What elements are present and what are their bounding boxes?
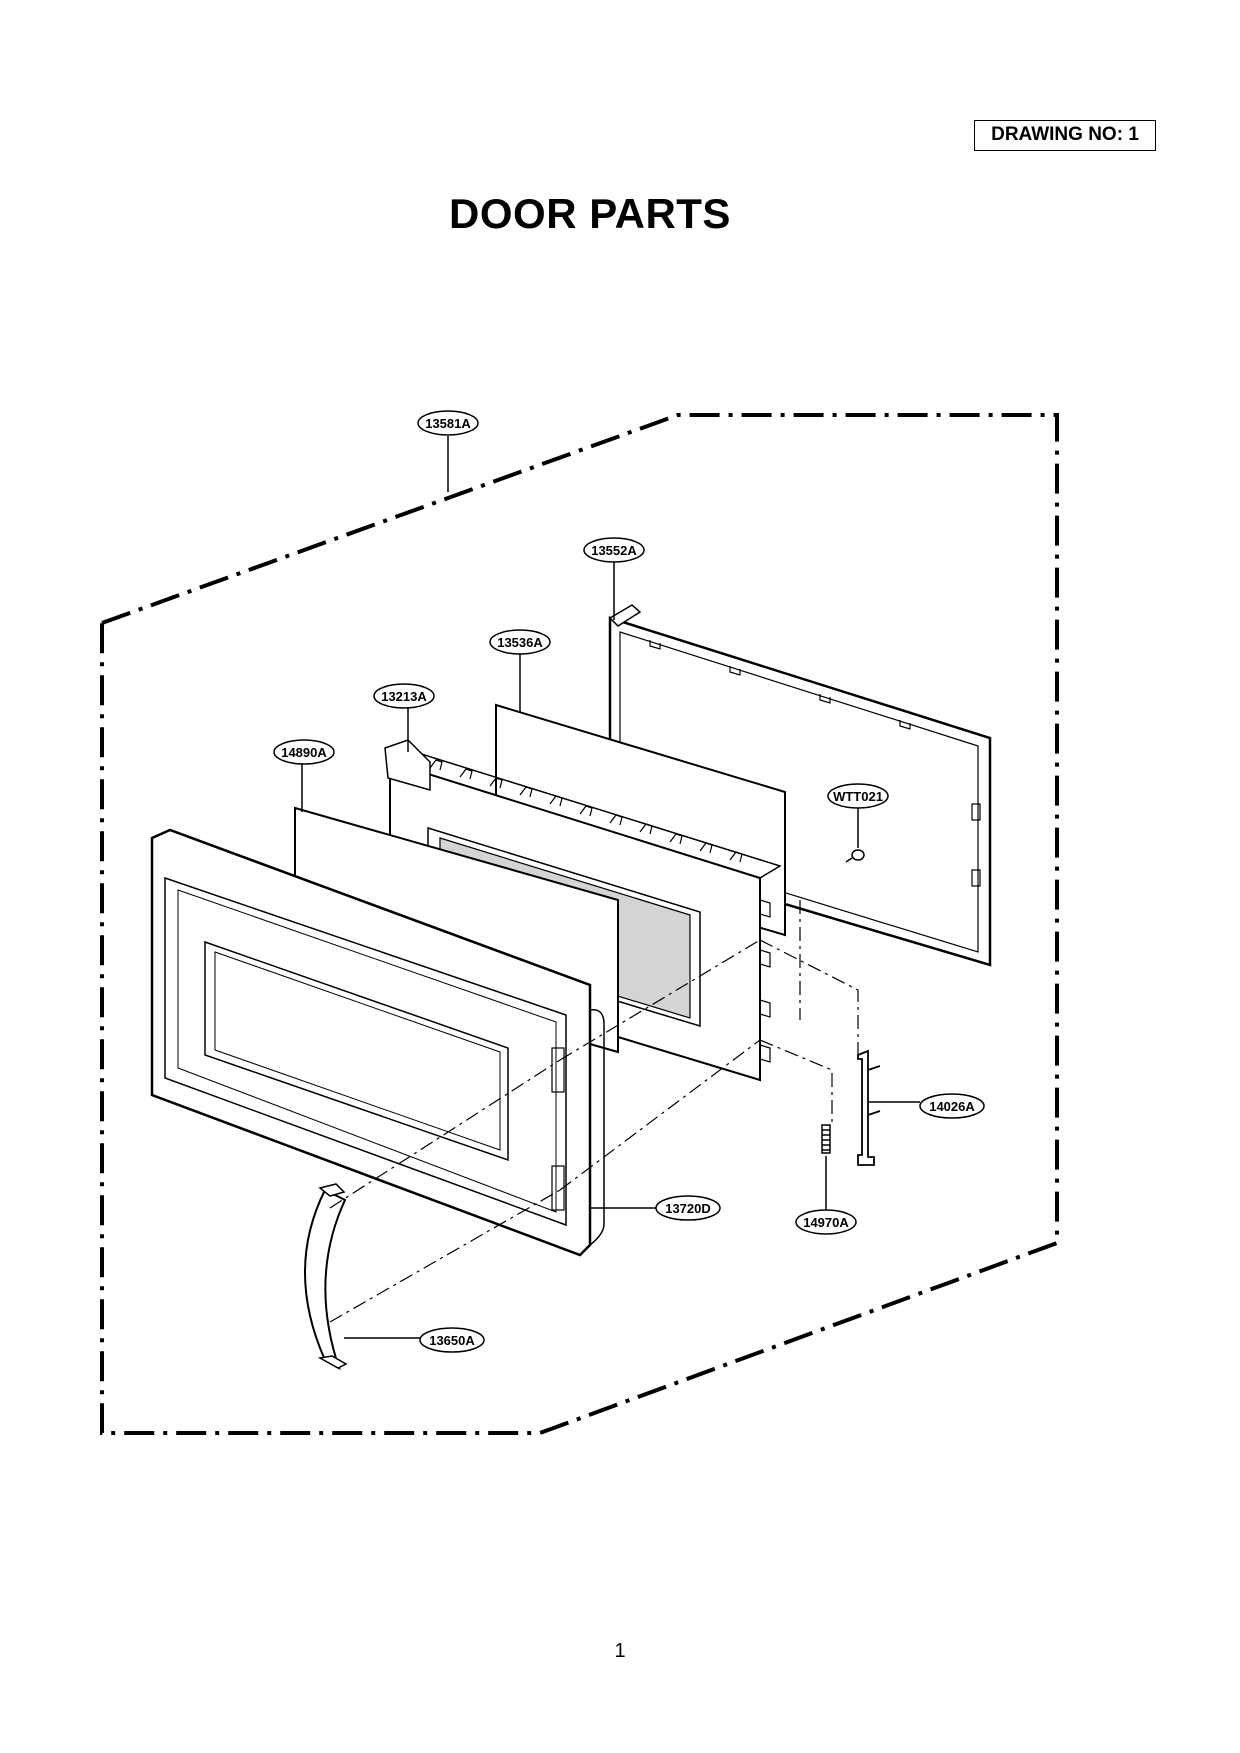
callout-13552A: 13552A bbox=[583, 537, 645, 563]
svg-text:WTT021: WTT021 bbox=[833, 789, 883, 804]
page-title: DOOR PARTS bbox=[449, 190, 731, 237]
screw bbox=[845, 849, 865, 863]
assembly-lines bbox=[329, 900, 859, 1323]
callout-13720D: 13720D bbox=[655, 1195, 721, 1221]
svg-text:14970A: 14970A bbox=[803, 1215, 849, 1230]
callout-13581A: 13581A bbox=[417, 410, 479, 436]
latch-spring bbox=[821, 1124, 831, 1154]
callout-14890A: 14890A bbox=[273, 739, 335, 765]
door-handle bbox=[304, 1183, 348, 1371]
leader-lines bbox=[301, 436, 920, 1339]
assembly-boundary bbox=[100, 413, 1059, 1435]
door-latch bbox=[857, 1049, 881, 1166]
door-frame-front bbox=[150, 828, 605, 1257]
page-number: 1 bbox=[614, 1640, 626, 1662]
callout-WTT021: WTT021 bbox=[827, 783, 889, 809]
svg-text:13213A: 13213A bbox=[381, 689, 427, 704]
callout-13536A: 13536A bbox=[489, 629, 551, 655]
callout-14026A: 14026A bbox=[919, 1093, 985, 1119]
svg-text:13536A: 13536A bbox=[497, 635, 543, 650]
svg-text:14026A: 14026A bbox=[929, 1099, 975, 1114]
drawing-number-box: DRAWING NO: 1 bbox=[974, 120, 1156, 151]
callout-labels: 13581A 13552A 13536A 13213A 14890A WTT02… bbox=[273, 410, 985, 1353]
svg-text:13650A: 13650A bbox=[429, 1333, 475, 1348]
callout-14970A: 14970A bbox=[795, 1209, 857, 1235]
callout-13213A: 13213A bbox=[373, 683, 435, 709]
svg-text:14890A: 14890A bbox=[281, 745, 327, 760]
svg-text:13720D: 13720D bbox=[665, 1201, 711, 1216]
svg-text:13581A: 13581A bbox=[425, 416, 471, 431]
callout-13650A: 13650A bbox=[419, 1327, 485, 1353]
svg-text:13552A: 13552A bbox=[591, 543, 637, 558]
